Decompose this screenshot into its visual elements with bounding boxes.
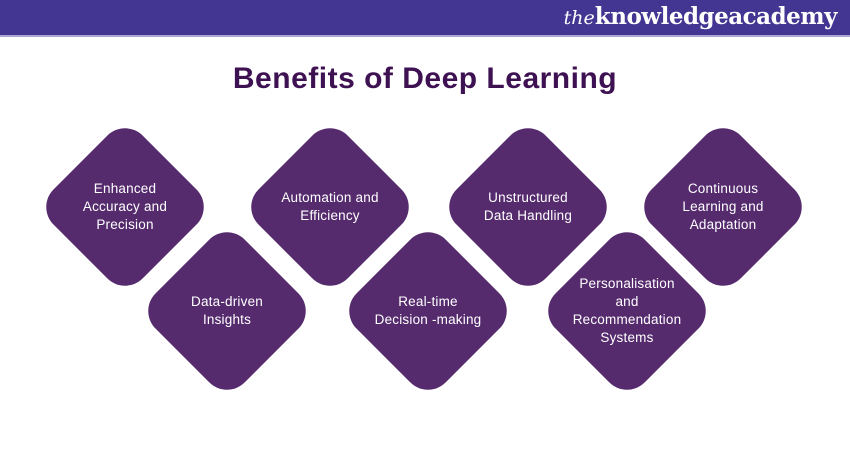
diamond-label: Data-driven Insights xyxy=(191,294,263,327)
diamond-real-time-decision-making: Real-time Decision -making xyxy=(338,221,518,401)
logo-rest: knowledgeacademy xyxy=(594,2,838,30)
header-bar: theknowledgeacademy xyxy=(0,0,850,37)
diamond-label: Automation and Efficiency xyxy=(281,190,379,223)
diamond-automation-efficiency: Automation and Efficiency xyxy=(240,117,420,297)
diamond-data-driven-insights: Data-driven Insights xyxy=(137,221,317,401)
logo-the: the xyxy=(563,6,595,29)
knowledge-academy-logo: theknowledgeacademy xyxy=(563,0,838,37)
diamond-continuous-learning-adaptation: Continuous Learning and Adaptation xyxy=(633,117,813,297)
diamond-personalisation-recommendation: Personalisation and Recommendation Syste… xyxy=(537,221,717,401)
diamond-label: Unstructured Data Handling xyxy=(483,190,573,223)
page-title: Benefits of Deep Learning xyxy=(232,62,618,95)
diamond-label: Enhanced Accuracy and Precision xyxy=(82,181,168,232)
diamond-unstructured-data-handling: Unstructured Data Handling xyxy=(438,117,618,297)
diamond-label: Personalisation and Recommendation Syste… xyxy=(572,276,682,345)
diamond-label: Real-time Decision -making xyxy=(374,294,482,327)
diamond-enhanced-accuracy-precision: Enhanced Accuracy and Precision xyxy=(35,117,215,297)
diamond-label: Continuous Learning and Adaptation xyxy=(682,181,764,232)
